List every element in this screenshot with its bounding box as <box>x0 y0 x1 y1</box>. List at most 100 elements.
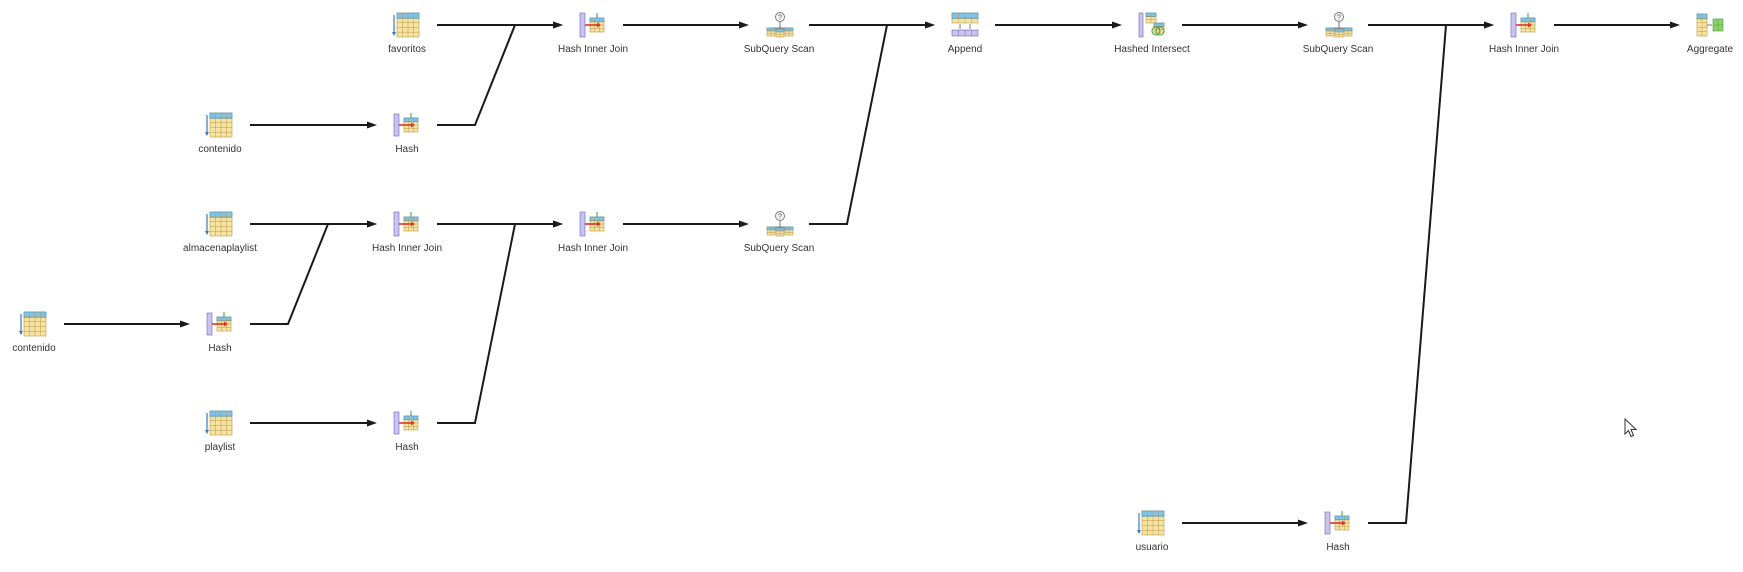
arrow-head <box>1484 21 1494 29</box>
edge-n_usuario-to-n_hash_d <box>1182 519 1308 527</box>
plan-node[interactable]: Hash Inner Join <box>558 12 628 55</box>
plan-node[interactable]: Hashed Intersect <box>1114 12 1190 55</box>
hash-join-icon <box>579 211 605 237</box>
append-icon <box>951 12 979 37</box>
edge-n_hash_b-to-n_hij_b <box>250 220 377 325</box>
hash-join-icon <box>579 12 605 38</box>
plan-node-label: Hash Inner Join <box>558 44 628 55</box>
edge-line <box>1368 24 1486 524</box>
table-scan-icon <box>205 112 233 138</box>
plan-node[interactable]: contenido <box>12 311 56 354</box>
hash-join-icon <box>393 211 419 237</box>
plan-node[interactable]: playlist <box>205 410 236 453</box>
arrow-head <box>925 21 935 29</box>
plan-node-label: Hash <box>1326 542 1349 553</box>
aggregate-icon <box>1696 13 1724 37</box>
arrow-head <box>1112 21 1122 29</box>
plan-node-label: SubQuery Scan <box>744 44 815 55</box>
arrow-head <box>739 220 749 228</box>
plan-node-label: Hash <box>395 144 418 155</box>
svg-text:?: ? <box>778 214 782 221</box>
plan-node[interactable]: Hash <box>1324 511 1350 553</box>
hash-join-icon <box>1510 12 1536 38</box>
plan-node[interactable]: ? SubQuery Scan <box>744 12 815 56</box>
edges-layer <box>64 21 1680 527</box>
edge-line <box>809 24 927 225</box>
hash-icon <box>393 411 419 435</box>
plan-node[interactable]: favoritos <box>388 12 426 55</box>
plan-node[interactable]: Hash <box>393 113 419 155</box>
plan-node[interactable]: usuario <box>1136 510 1169 553</box>
plan-node[interactable]: Hash <box>206 312 232 354</box>
arrow-head <box>367 419 377 427</box>
plan-node[interactable]: Aggregate <box>1687 13 1734 55</box>
table-scan-icon <box>205 410 233 436</box>
plan-node-label: contenido <box>12 343 56 354</box>
edge-n_hij_d-to-n_aggregate <box>1554 21 1680 29</box>
plan-node[interactable]: Hash Inner Join <box>558 211 628 254</box>
plan-node-label: Hash <box>208 343 231 354</box>
plan-node-label: contenido <box>198 144 242 155</box>
arrow-head <box>1298 519 1308 527</box>
edge-n_contenido_2-to-n_hash_b <box>64 320 190 328</box>
plan-node-label: Hashed Intersect <box>1114 44 1190 55</box>
subquery-scan-icon: ? <box>1325 12 1353 38</box>
plan-node[interactable]: Hash <box>393 411 419 453</box>
plan-node[interactable]: Append <box>948 12 982 55</box>
arrow-head <box>1298 21 1308 29</box>
plan-node[interactable]: ? SubQuery Scan <box>1303 12 1374 56</box>
arrow-head <box>367 121 377 129</box>
edge-line <box>437 24 555 126</box>
plan-node[interactable]: Hash Inner Join <box>1489 12 1559 55</box>
plan-node-label: almacenaplaylist <box>183 243 257 254</box>
plan-node-label: Hash Inner Join <box>1489 44 1559 55</box>
hashed-intersect-icon <box>1138 12 1165 38</box>
table-scan-icon <box>205 211 233 237</box>
table-scan-icon <box>1137 510 1165 536</box>
plan-node[interactable]: almacenaplaylist <box>183 211 257 254</box>
edge-line <box>250 223 369 325</box>
edge-n_contenido_1-to-n_hash_a <box>250 121 377 129</box>
mouse-cursor-icon <box>1624 418 1638 438</box>
edge-n_append-to-n_intersect <box>995 21 1122 29</box>
plan-node-label: Hash <box>395 442 418 453</box>
nodes-layer: favoritos contenido almacenaplaylist conten… <box>12 12 1734 553</box>
plan-node-label: Append <box>948 44 982 55</box>
arrow-head <box>180 320 190 328</box>
edge-n_hij_c-to-n_sqs_b <box>623 220 749 228</box>
hash-icon <box>1324 511 1350 535</box>
svg-text:?: ? <box>778 15 782 22</box>
plan-node-label: usuario <box>1136 542 1169 553</box>
svg-text:?: ? <box>1337 15 1341 22</box>
arrow-head <box>367 220 377 228</box>
edge-line <box>437 223 555 424</box>
plan-node[interactable]: contenido <box>198 112 242 155</box>
plan-node[interactable]: Hash Inner Join <box>372 211 442 254</box>
plan-node-label: playlist <box>205 442 236 453</box>
plan-node-label: Aggregate <box>1687 44 1734 55</box>
edge-n_sqs_b-to-n_append <box>809 21 935 225</box>
hash-icon <box>206 312 232 336</box>
subquery-scan-icon: ? <box>766 12 794 38</box>
table-scan-icon <box>19 311 47 337</box>
plan-node[interactable]: ? SubQuery Scan <box>744 211 815 255</box>
subquery-scan-icon: ? <box>766 211 794 237</box>
edge-n_playlist-to-n_hash_c <box>250 419 377 427</box>
plan-node-label: SubQuery Scan <box>744 243 815 254</box>
edge-n_hash_c-to-n_hij_c <box>437 220 563 424</box>
plan-node-label: favoritos <box>388 44 426 55</box>
table-scan-icon <box>392 12 420 38</box>
plan-node-label: SubQuery Scan <box>1303 44 1374 55</box>
arrow-head <box>739 21 749 29</box>
hash-icon <box>393 113 419 137</box>
arrow-head <box>553 220 563 228</box>
plan-node-label: Hash Inner Join <box>372 243 442 254</box>
edge-n_hash_d-to-n_hij_d <box>1368 21 1494 524</box>
edge-n_hash_a-to-n_hij_a <box>437 21 563 126</box>
arrow-head <box>553 21 563 29</box>
plan-node-label: Hash Inner Join <box>558 243 628 254</box>
arrow-head <box>1670 21 1680 29</box>
edge-n_intersect-to-n_sqs_c <box>1182 21 1308 29</box>
edge-n_hij_a-to-n_sqs_a <box>623 21 749 29</box>
